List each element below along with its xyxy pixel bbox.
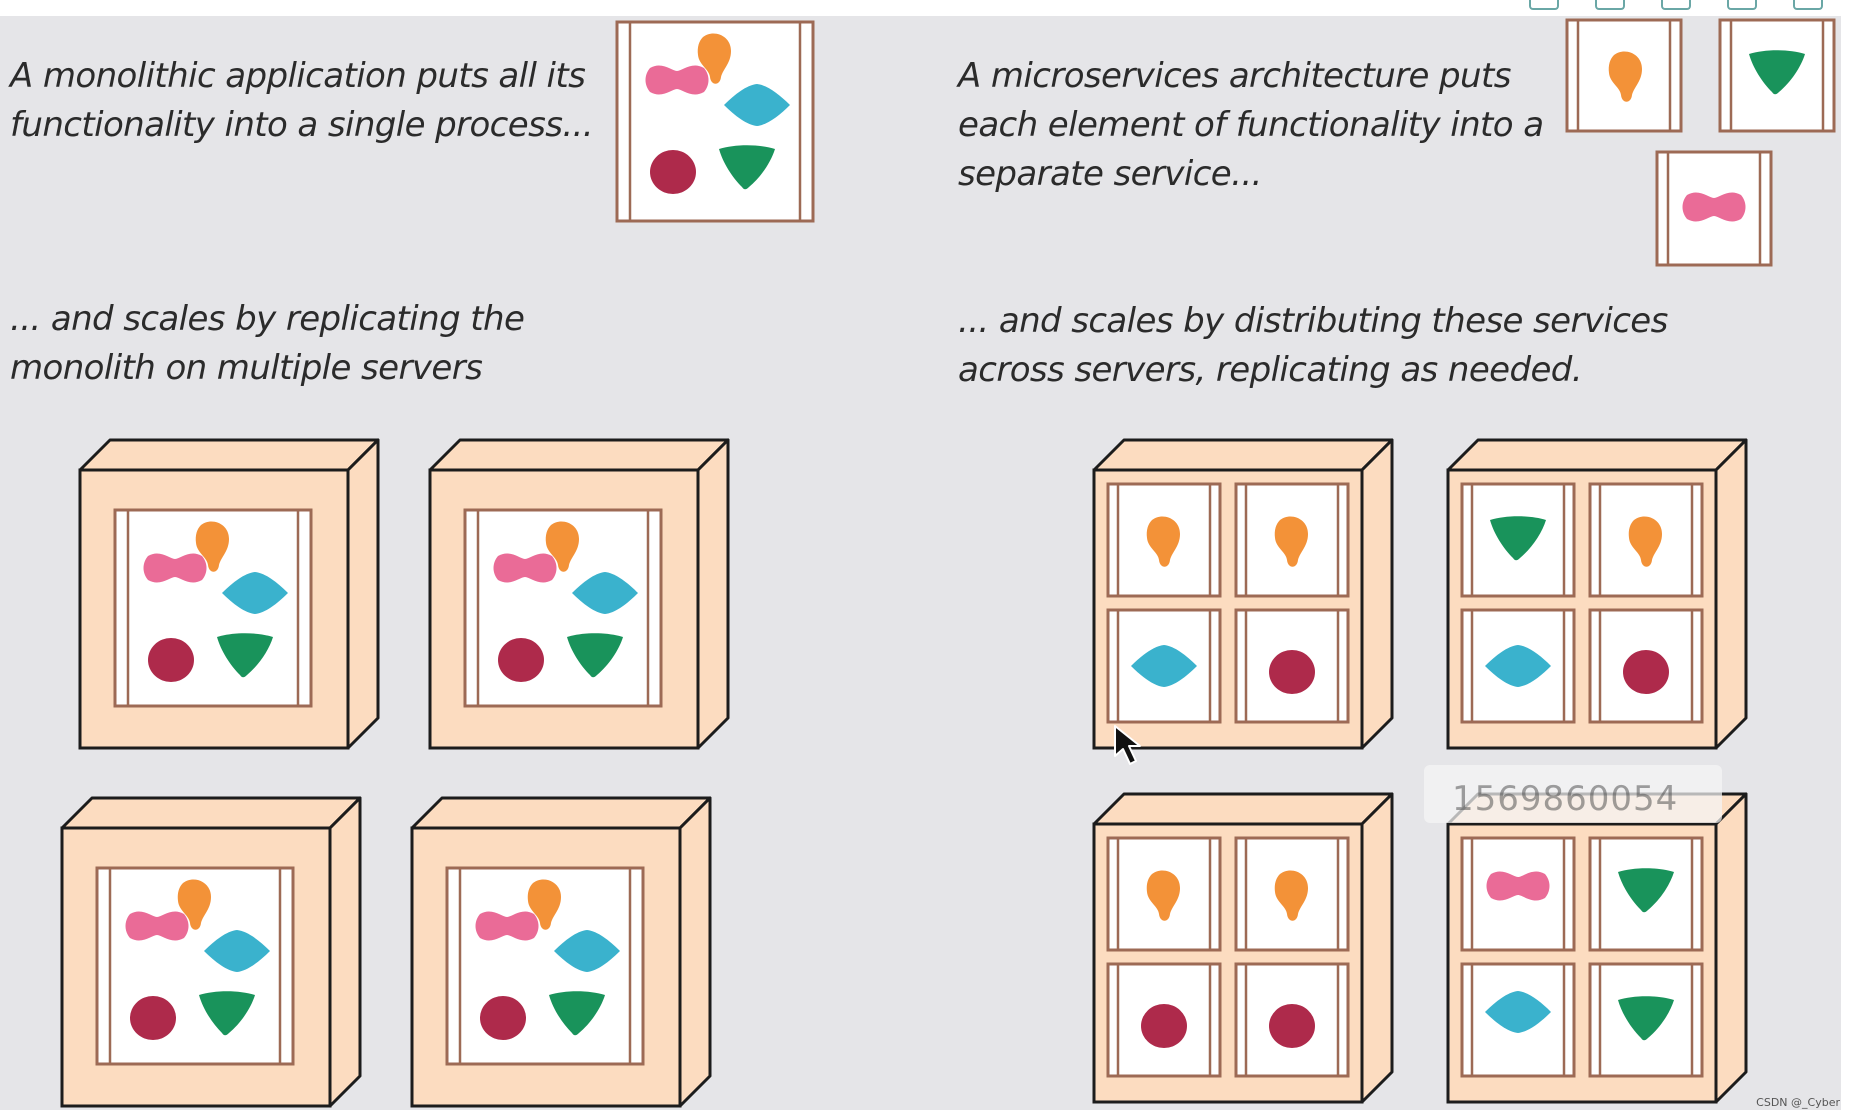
- service-pink-box: [1655, 150, 1773, 267]
- toolbar-icon-2[interactable]: [1595, 0, 1625, 10]
- toolbar-icon-1[interactable]: [1529, 0, 1559, 10]
- service-green-box: [1718, 18, 1836, 133]
- monolith-scale-caption: ... and scales by replicating the monoli…: [10, 299, 525, 388]
- toolbar-icon-4[interactable]: [1727, 0, 1757, 10]
- toolbar-icon-3[interactable]: [1661, 0, 1691, 10]
- monolith-server-4: [410, 796, 712, 1108]
- microservice-server-3: [1092, 792, 1394, 1104]
- service-orange-box: [1565, 18, 1683, 133]
- microservice-server-1: [1092, 438, 1394, 750]
- monolith-process-box: [615, 20, 815, 223]
- overlay-tooltip: [1424, 765, 1722, 823]
- mouse-pointer-icon: [1114, 725, 1141, 765]
- monolith-server-2: [428, 438, 730, 750]
- monolith-intro-caption: A monolithic application puts all its fu…: [10, 56, 594, 145]
- microservice-server-4: [1446, 792, 1748, 1104]
- monolith-server-1: [78, 438, 380, 750]
- microservices-intro-caption: A microservices architecture puts each e…: [958, 56, 1544, 194]
- credit-label: CSDN @_Cyber: [1756, 1096, 1840, 1109]
- microservice-server-2: [1446, 438, 1748, 750]
- toolbar-icon-5[interactable]: [1793, 0, 1823, 10]
- microservices-scale-caption: ... and scales by distributing these ser…: [958, 301, 1668, 390]
- monolith-server-3: [60, 796, 362, 1108]
- overlay-id-text: 1569860054: [1452, 779, 1679, 819]
